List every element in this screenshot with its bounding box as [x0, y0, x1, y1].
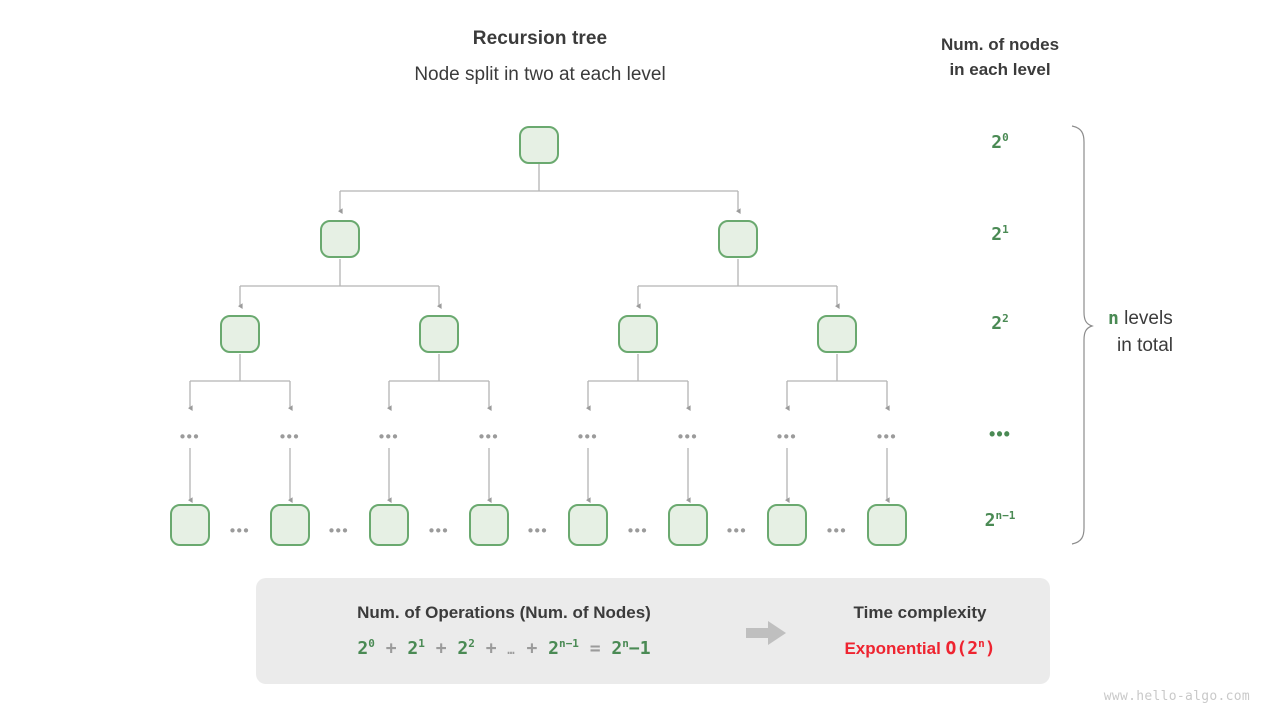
level-count-0-exp: 0	[1002, 131, 1009, 144]
level-count-1-exp: 1	[1002, 223, 1009, 236]
tree-ellipsis: •••	[229, 522, 251, 540]
level-count-2-base: 2	[991, 313, 1003, 334]
tree-ellipsis: •••	[677, 428, 699, 446]
tree-node	[419, 315, 459, 353]
tree-ellipsis: •••	[378, 428, 400, 446]
formula-plus-3: +	[485, 638, 497, 659]
total-levels-label: levels	[1124, 308, 1173, 329]
tree-ellipsis: •••	[627, 522, 649, 540]
tree-node	[867, 504, 907, 546]
level-count-last: 2n−1	[955, 510, 1045, 531]
formula-term-1: 2	[357, 638, 369, 659]
tree-ellipsis: •••	[279, 428, 301, 446]
tree-ellipsis: •••	[527, 522, 549, 540]
level-count-2: 22	[955, 313, 1045, 334]
tree-node	[469, 504, 509, 546]
level-count-ellipsis: •••	[989, 424, 1011, 444]
tree-node	[220, 315, 260, 353]
formula-result-exp: n	[622, 637, 629, 650]
operations-heading: Num. of Operations (Num. of Nodes)	[357, 603, 651, 622]
formula-term-4: 2	[548, 638, 560, 659]
tree-ellipsis: •••	[776, 428, 798, 446]
complexity-bigo-exp: n	[978, 637, 985, 650]
formula-term-3: 2	[457, 638, 469, 659]
tree-ellipsis: •••	[328, 522, 350, 540]
tree-edges	[188, 164, 890, 503]
formula-term-2-exp: 1	[418, 637, 425, 650]
level-count-2-exp: 2	[1002, 312, 1009, 325]
complexity-word: Exponential	[844, 639, 941, 658]
tree-node	[369, 504, 409, 546]
formula-plus-1: +	[385, 638, 397, 659]
tree-node	[270, 504, 310, 546]
summary-panel	[256, 578, 1050, 684]
formula-term-2: 2	[407, 638, 419, 659]
tree-ellipsis: •••	[179, 428, 201, 446]
level-count-0-base: 2	[991, 132, 1003, 153]
formula-result: 2	[611, 638, 623, 659]
formula-ellipsis: …	[507, 643, 516, 657]
tree-node	[817, 315, 857, 353]
tree-node	[767, 504, 807, 546]
formula-plus-4: +	[526, 638, 538, 659]
tree-ellipsis: •••	[726, 522, 748, 540]
total-levels-label2: in total	[1117, 335, 1173, 356]
formula-term-1-exp: 0	[368, 637, 375, 650]
level-count-1: 21	[955, 224, 1045, 245]
level-count-last-exp: n−1	[995, 509, 1016, 522]
tree-node	[519, 126, 559, 164]
formula-equals: =	[589, 638, 601, 659]
tree-nodes	[170, 126, 907, 546]
tree-node	[718, 220, 758, 258]
level-count-0: 20	[955, 132, 1045, 153]
complexity-bigo-suffix: )	[984, 638, 996, 659]
tree-node	[568, 504, 608, 546]
complexity-bigo: O(2n)	[946, 638, 996, 659]
watermark: www.hello-algo.com	[1103, 689, 1250, 704]
total-levels-annotation: n levels in total	[1108, 305, 1278, 359]
tree-ellipsis: •••	[876, 428, 898, 446]
levels-brace	[1071, 125, 1094, 545]
tree-ellipsis: •••	[577, 428, 599, 446]
tree-node	[170, 504, 210, 546]
formula-result-tail: −1	[628, 638, 651, 659]
page-subtitle: Node split in two at each level	[414, 64, 666, 85]
nodes-per-level-heading: Num. of nodes in each level	[880, 32, 1120, 82]
tree-node	[668, 504, 708, 546]
tree-node	[320, 220, 360, 258]
operations-formula: 20 + 21 + 22 + … + 2n−1 = 2n−1	[256, 638, 752, 659]
level-count-last-base: 2	[984, 510, 996, 531]
formula-term-4-exp: n−1	[559, 637, 579, 650]
tree-node	[618, 315, 658, 353]
complexity-bigo-prefix: O(2	[945, 638, 979, 659]
total-levels-n: n	[1108, 308, 1119, 329]
level-count-1-base: 2	[991, 224, 1003, 245]
right-arrow-icon	[746, 621, 786, 645]
time-complexity-heading: Time complexity	[853, 603, 987, 622]
nodes-per-level-heading-line2: in each level	[949, 60, 1051, 79]
nodes-per-level-heading-line1: Num. of nodes	[940, 35, 1060, 54]
tree-ellipsis: •••	[826, 522, 848, 540]
tree-ellipsis: •••	[478, 428, 500, 446]
formula-term-3-exp: 2	[468, 637, 475, 650]
formula-plus-2: +	[435, 638, 447, 659]
page-title: Recursion tree	[472, 28, 608, 49]
time-complexity-value: Exponential O(2n)	[800, 638, 1040, 659]
tree-ellipsis: •••	[428, 522, 450, 540]
